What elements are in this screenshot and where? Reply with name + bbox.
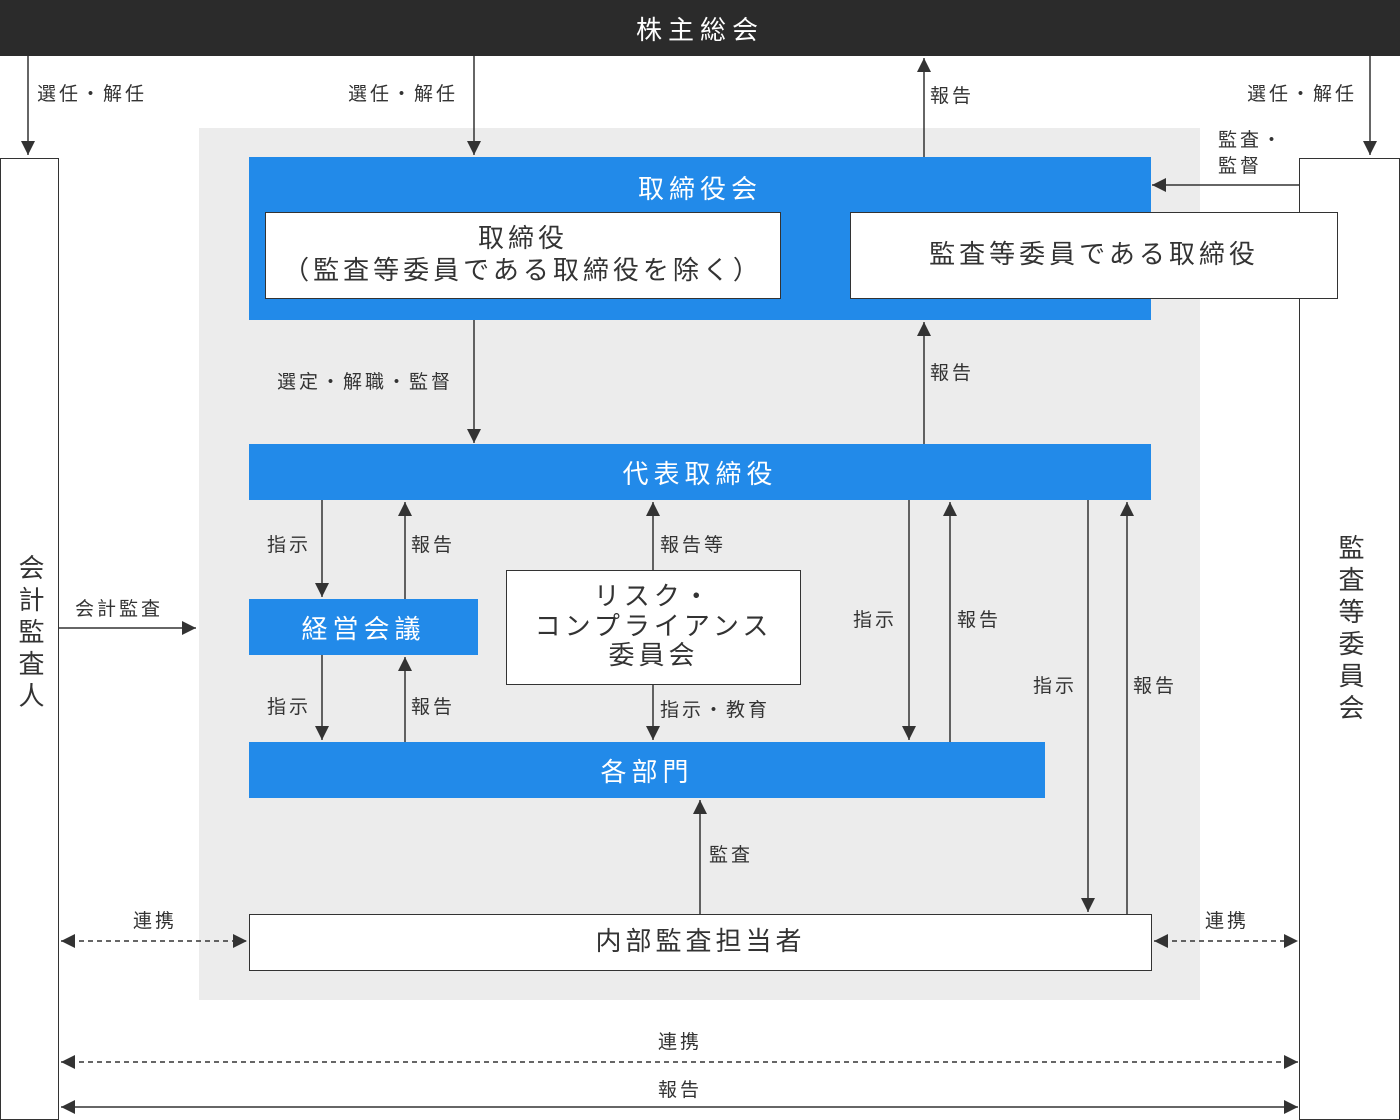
label-elect-left: 選任・解任 [37,83,148,105]
label-report-mm: 報告 [411,534,456,556]
label-instruct-dept: 指示 [267,696,312,718]
accounting-auditor-label: 会計監査人 [14,554,44,714]
label-report-rep-audit: 報告 [1133,675,1178,697]
label-instruct-rep-audit: 指示 [1033,675,1078,697]
internal-audit: 内部監査担当者 [249,914,1152,971]
board-title: 取締役会 [637,175,762,205]
label-elect-right: 選任・解任 [1247,83,1358,105]
label-report-etc: 報告等 [660,534,727,556]
label-instruct-mm: 指示 [267,534,312,556]
label-report-rep-dept: 報告 [957,609,1002,631]
representative-director: 代表取締役 [249,444,1151,500]
label-cooperate-bottom: 連携 [658,1031,703,1053]
label-cooperate-right: 連携 [1205,910,1250,932]
departments: 各部門 [249,742,1045,798]
label-audit-supervise-1: 監査・ [1218,129,1285,151]
label-accounting-audit: 会計監査 [75,598,164,620]
risk-line3: 委員会 [608,641,699,672]
representative-label: 代表取締役 [622,459,778,490]
accounting-auditor-box: 会計監査人 [0,158,59,1120]
label-report-top: 報告 [930,85,975,107]
management-meeting: 経営会議 [249,599,478,655]
directors-note: （監査等委員である取締役を除く） [283,255,763,286]
audit-directors-box: 監査等委員である取締役 [850,212,1338,299]
risk-compliance-committee: リスク・ コンプライアンス 委員会 [506,570,801,685]
shareholders-meeting: 株主総会 [0,0,1400,56]
audit-directors-label: 監査等委員である取締役 [929,239,1259,270]
directors-box: 取締役 （監査等委員である取締役を除く） [265,212,781,299]
management-meeting-label: 経営会議 [301,614,426,645]
label-report-board: 報告 [930,362,975,384]
label-cooperate-left: 連携 [133,910,178,932]
label-audit-supervise-2: 監督 [1218,155,1263,177]
label-elect-center: 選任・解任 [348,83,459,105]
audit-committee-box: 監査等委員会 [1299,158,1400,1120]
shareholders-meeting-label: 株主総会 [635,15,764,46]
departments-label: 各部門 [600,757,694,788]
audit-committee-label: 監査等委員会 [1334,534,1364,726]
label-report-dept: 報告 [411,696,456,718]
risk-line1: リスク・ [593,581,714,612]
risk-line2: コンプライアンス [534,611,773,642]
internal-audit-label: 内部監査担当者 [595,926,806,957]
label-report-bottom: 報告 [658,1079,703,1101]
label-select-dismiss: 選定・解職・監督 [277,371,454,393]
label-audit-dept: 監査 [709,844,754,866]
directors-label: 取締役 [477,224,568,255]
label-instruct-edu: 指示・教育 [660,699,771,721]
label-instruct-rep-dept: 指示 [853,609,898,631]
